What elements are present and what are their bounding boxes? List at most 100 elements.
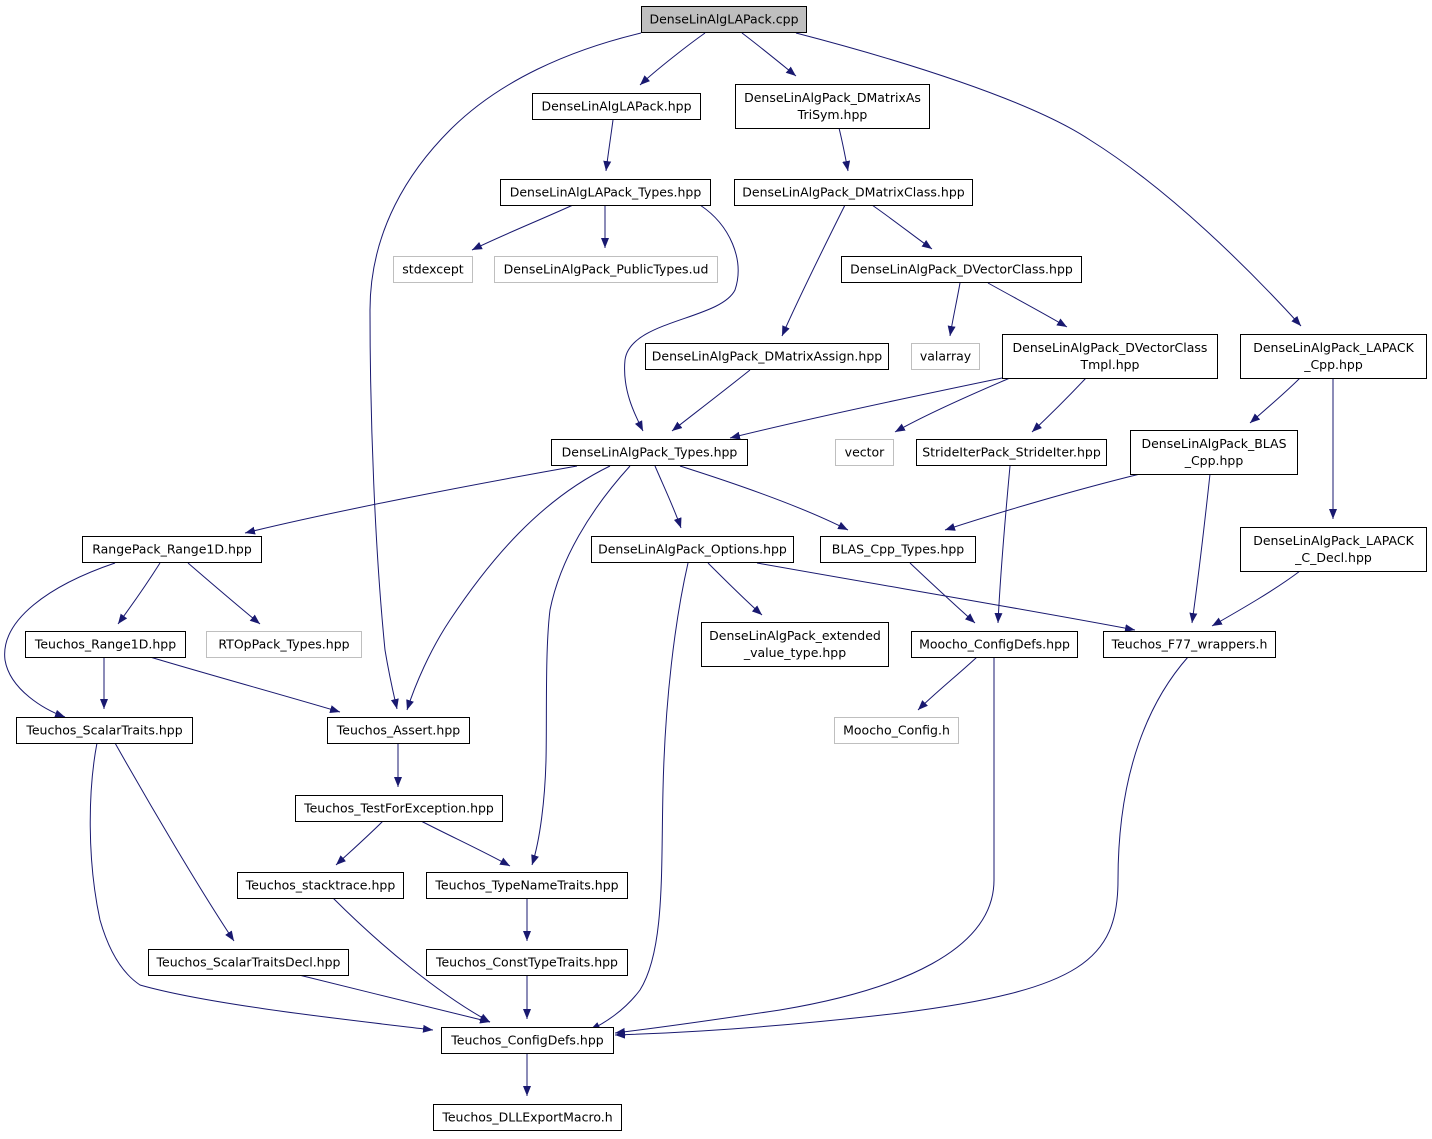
node-label: Teuchos_TypeNameTraits.hpp xyxy=(434,878,618,893)
node-label: DenseLinAlgPack_DMatrixAssign.hpp xyxy=(652,349,882,364)
node-label: Teuchos_DLLExportMacro.h xyxy=(441,1110,612,1125)
edge-t_range1d-to-assert xyxy=(149,656,341,713)
node-publictypes: DenseLinAlgPack_PublicTypes.ud xyxy=(494,256,718,283)
node-box xyxy=(327,717,470,744)
node-dlap_types[interactable]: DenseLinAlgPack_Types.hpp xyxy=(551,439,748,466)
node-t_configdefs[interactable]: Teuchos_ConfigDefs.hpp xyxy=(441,1027,614,1054)
node-box xyxy=(16,717,193,744)
node-label: StrideIterPack_StrideIter.hpp xyxy=(922,445,1101,460)
node-extended[interactable]: DenseLinAlgPack_extended _value_type.hpp xyxy=(701,622,889,667)
edge-dlap_types-to-blas_types xyxy=(679,465,849,531)
edge-blas_cpp-to-blas_types xyxy=(944,473,1141,531)
node-blas_types[interactable]: BLAS_Cpp_Types.hpp xyxy=(820,536,976,563)
node-label: Teuchos_ScalarTraitsDecl.hpp xyxy=(156,955,341,970)
node-box xyxy=(393,256,473,283)
edge-range1d-to-rtop xyxy=(187,562,261,625)
node-label: Teuchos_ScalarTraits.hpp xyxy=(25,723,182,738)
node-box xyxy=(82,536,262,563)
node-box xyxy=(645,343,889,370)
node-label: Teuchos_ConstTypeTraits.hpp xyxy=(435,955,618,970)
node-dllexport[interactable]: Teuchos_DLLExportMacro.h xyxy=(433,1104,622,1131)
node-lapack_c[interactable]: DenseLinAlgPack_LAPACK_C_Decl.hpp xyxy=(1240,527,1427,572)
node-blas_cpp[interactable]: DenseLinAlgPack_BLAS_Cpp.hpp xyxy=(1130,430,1298,475)
node-root[interactable]: DenseLinAlgLAPack.cpp xyxy=(641,6,807,33)
edge-testforexc-to-typename xyxy=(420,820,511,867)
edge-dlap_types-to-range1d xyxy=(244,465,578,535)
edge-dvectmpl-to-strideiter xyxy=(1031,377,1087,433)
node-box xyxy=(1002,334,1218,379)
node-dlalp_hpp[interactable]: DenseLinAlgLAPack.hpp xyxy=(532,93,701,120)
edge-root-to-assert xyxy=(369,32,642,710)
node-lapack_cpp[interactable]: DenseLinAlgPack_LAPACK_Cpp.hpp xyxy=(1240,334,1427,379)
node-testforexc[interactable]: Teuchos_TestForException.hpp xyxy=(295,795,503,822)
edge-options-to-extended xyxy=(707,562,763,616)
node-label: DenseLinAlgPack_extended xyxy=(709,628,881,643)
node-label: Moocho_ConfigDefs.hpp xyxy=(919,637,1070,652)
node-label: DenseLinAlgPack_LAPACK xyxy=(1253,533,1414,548)
node-stacktrace[interactable]: Teuchos_stacktrace.hpp xyxy=(237,872,404,899)
node-consttype[interactable]: Teuchos_ConstTypeTraits.hpp xyxy=(426,949,628,976)
node-rtop: RTOpPack_Types.hpp xyxy=(206,631,362,658)
node-scalartraits[interactable]: Teuchos_ScalarTraits.hpp xyxy=(16,717,193,744)
node-label: _Cpp.hpp xyxy=(1184,453,1244,468)
node-range1d[interactable]: RangePack_Range1D.hpp xyxy=(82,536,262,563)
edge-dvectmpl-to-dlap_types xyxy=(729,377,1003,440)
edges-layer xyxy=(4,32,1337,1096)
edge-moocho_cfg-to-moocho_config_h xyxy=(917,656,978,711)
node-box xyxy=(295,795,503,822)
edge-dvecclass-to-valarray xyxy=(947,282,961,337)
edge-dvecclass-to-dvectmpl xyxy=(987,282,1068,328)
edge-dmatassign-to-dlap_types xyxy=(671,369,751,432)
edge-dlap_types-to-assert xyxy=(406,465,611,711)
node-label: Teuchos_Assert.hpp xyxy=(336,723,460,738)
node-label: RTOpPack_Types.hpp xyxy=(218,637,349,652)
edge-dlap_dmats-to-dlap_dmatclass xyxy=(838,127,851,172)
node-moocho_config_h: Moocho_Config.h xyxy=(834,717,959,744)
node-moocho_cfg[interactable]: Moocho_ConfigDefs.hpp xyxy=(911,631,1078,658)
node-box xyxy=(237,872,404,899)
node-box xyxy=(1130,430,1298,475)
node-dlap_dmatclass[interactable]: DenseLinAlgPack_DMatrixClass.hpp xyxy=(734,179,973,206)
node-box xyxy=(911,343,980,370)
node-box xyxy=(841,256,1082,283)
node-box xyxy=(25,631,186,658)
node-box xyxy=(206,631,362,658)
node-assert[interactable]: Teuchos_Assert.hpp xyxy=(327,717,470,744)
node-dmatassign[interactable]: DenseLinAlgPack_DMatrixAssign.hpp xyxy=(645,343,889,370)
node-options[interactable]: DenseLinAlgPack_Options.hpp xyxy=(591,536,794,563)
node-label: DenseLinAlgPack_DMatrixClass.hpp xyxy=(742,185,964,200)
node-t_range1d[interactable]: Teuchos_Range1D.hpp xyxy=(25,631,186,658)
node-label: DenseLinAlgLAPack.hpp xyxy=(541,99,691,114)
edge-dlalp_types-to-dlap_types xyxy=(624,204,739,432)
node-strideiter[interactable]: StrideIterPack_StrideIter.hpp xyxy=(916,439,1107,466)
edge-lapack_c-to-f77 xyxy=(1211,570,1301,627)
node-label: _value_type.hpp xyxy=(743,645,846,660)
node-box xyxy=(426,949,628,976)
node-box xyxy=(734,179,973,206)
node-box xyxy=(820,536,976,563)
edge-dvectmpl-to-vector xyxy=(894,377,1011,433)
node-f77[interactable]: Teuchos_F77_wrappers.h xyxy=(1103,631,1276,658)
node-box xyxy=(426,872,628,899)
node-box xyxy=(441,1027,614,1054)
node-typename[interactable]: Teuchos_TypeNameTraits.hpp xyxy=(426,872,628,899)
node-label: Teuchos_TestForException.hpp xyxy=(303,801,494,816)
node-box xyxy=(834,717,959,744)
edge-root-to-dlap_dmats xyxy=(741,32,797,77)
node-label: vector xyxy=(845,445,886,460)
node-label: DenseLinAlgPack_DVectorClass xyxy=(1013,340,1208,355)
node-vector: vector xyxy=(835,439,894,466)
edge-dlalp_hpp-to-dlalp_types xyxy=(603,119,614,172)
node-scalardecl[interactable]: Teuchos_ScalarTraitsDecl.hpp xyxy=(148,949,349,976)
node-dvecclass[interactable]: DenseLinAlgPack_DVectorClass.hpp xyxy=(841,256,1082,283)
node-label: DenseLinAlgPack_Types.hpp xyxy=(562,445,738,460)
edge-options-to-f77 xyxy=(756,562,1136,633)
node-box xyxy=(551,439,748,466)
edge-options-to-t_configdefs xyxy=(589,562,689,1031)
node-dlalp_types[interactable]: DenseLinAlgLAPack_Types.hpp xyxy=(500,179,711,206)
node-label: Tmpl.hpp xyxy=(1080,357,1140,372)
node-label: DenseLinAlgLAPack_Types.hpp xyxy=(510,185,702,200)
